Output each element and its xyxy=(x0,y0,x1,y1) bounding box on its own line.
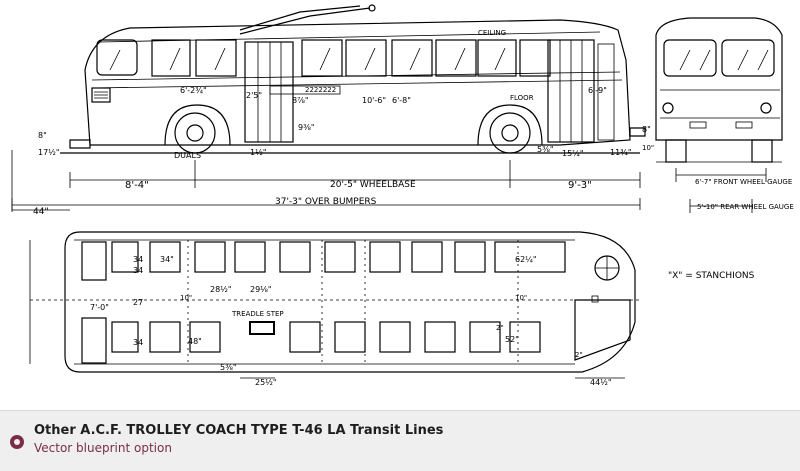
dim-height-8: 8" xyxy=(38,131,47,140)
floor-label: FLOOR xyxy=(510,94,534,102)
plan-dim-7-0: 7'-0" xyxy=(90,303,109,312)
plan-seats xyxy=(81,241,566,364)
dest-sign-text: 2222222 xyxy=(305,86,336,94)
rear-body-outline xyxy=(655,17,783,141)
duals-label: DUALS xyxy=(174,151,201,160)
dim-rear-overhang: 9'-3" xyxy=(568,180,592,191)
side-body-outline xyxy=(84,19,631,146)
blueprint-bullet-icon xyxy=(10,435,24,449)
vector-option-link[interactable]: Vector blueprint option xyxy=(34,441,172,455)
plan-dim-34d: 34" xyxy=(160,255,174,264)
dim-6-2: 6'-2¾" xyxy=(180,86,207,95)
plan-dim-27: 27 xyxy=(133,298,143,307)
treadle-step xyxy=(249,321,275,335)
side-elevation: CEILING FLOOR DUALS 2222222 8" 17½" 6'-2… xyxy=(11,4,654,217)
dim-front-overhang: 8'-4" xyxy=(125,180,149,191)
plan-dim-34c: 34 xyxy=(133,338,143,347)
dim-6-8: 6'-8" xyxy=(392,96,411,105)
side-windows xyxy=(96,39,551,77)
dim-8-rear: 8" xyxy=(642,125,651,134)
blueprint-title[interactable]: Other A.C.F. TROLLEY COACH TYPE T-46 LA … xyxy=(34,423,444,438)
dim-11-2: 11¾" xyxy=(610,148,632,157)
dim-overall-length: 37'-3" OVER BUMPERS xyxy=(275,197,377,207)
plan-dim-52: 52" xyxy=(505,335,519,344)
dim-9-3: 9⅜" xyxy=(298,123,315,132)
dim-15: 15¼" xyxy=(562,149,584,158)
blueprint-canvas: CEILING FLOOR DUALS 2222222 8" 17½" 6'-2… xyxy=(11,4,794,387)
dim-1-2: 1½" xyxy=(250,148,267,157)
plan-dim-10a: 10" xyxy=(180,294,192,302)
plan-dim-25: 25½" xyxy=(255,378,277,387)
plan-dim-34a: 34 xyxy=(133,255,143,264)
dim-wheelbase: 20'-5" WHEELBASE xyxy=(330,180,416,190)
plan-dim-48: 48" xyxy=(188,337,202,346)
dim-10-6: 10'-6" xyxy=(362,96,386,105)
plan-dim-10b: 10" xyxy=(515,294,527,302)
floor-plan: TREADLE STEP 34 34 27 34 7'-0" 28½" 29⅛"… xyxy=(29,231,755,387)
dim-5-8: 5⅜" xyxy=(537,145,554,154)
treadle-step-label: TREADLE STEP xyxy=(231,310,284,318)
dim-2-5: 2'5" xyxy=(246,91,262,100)
plan-body-outline xyxy=(64,231,636,373)
plan-dim-44: 44½" xyxy=(590,378,612,387)
caption-bar xyxy=(0,410,800,471)
trolley-coach-blueprint: CEILING FLOOR DUALS 2222222 8" 17½" 6'-2… xyxy=(11,4,794,387)
destination-sign xyxy=(269,85,341,95)
plan-dim-28: 28½" xyxy=(210,285,232,294)
rear-wheel xyxy=(489,112,531,154)
rear-wheel-gauge-label: 5'-10" REAR WHEEL GAUGE xyxy=(697,203,794,211)
plan-dim-62: 62¼" xyxy=(515,255,537,264)
stanchions-legend: "X" = STANCHIONS xyxy=(668,271,755,281)
dim-8-7: 8⅞" xyxy=(292,96,309,105)
dim-6-9: 6'-9" xyxy=(588,86,607,95)
plan-dim-2a: 2" xyxy=(496,324,504,332)
ceiling-label: CEILING xyxy=(478,29,506,37)
front-wheel xyxy=(174,112,216,154)
trolley-pole xyxy=(239,5,361,31)
dim-10-rear: 10" xyxy=(642,144,654,152)
front-wheel-gauge-label: 6'-7" FRONT WHEEL GAUGE xyxy=(695,178,792,186)
plan-dim-29: 29⅛" xyxy=(250,285,272,294)
dim-44: 44" xyxy=(33,207,49,217)
side-doors xyxy=(244,39,615,143)
plan-dim-2b: 2" xyxy=(575,351,583,359)
plan-dim-5-3: 5⅜" xyxy=(220,363,237,372)
rear-elevation: 6'-7" FRONT WHEEL GAUGE 5'-10" REAR WHEE… xyxy=(655,17,794,213)
plan-dim-34b: 34 xyxy=(133,266,143,275)
dim-height-17: 17½" xyxy=(38,148,60,157)
